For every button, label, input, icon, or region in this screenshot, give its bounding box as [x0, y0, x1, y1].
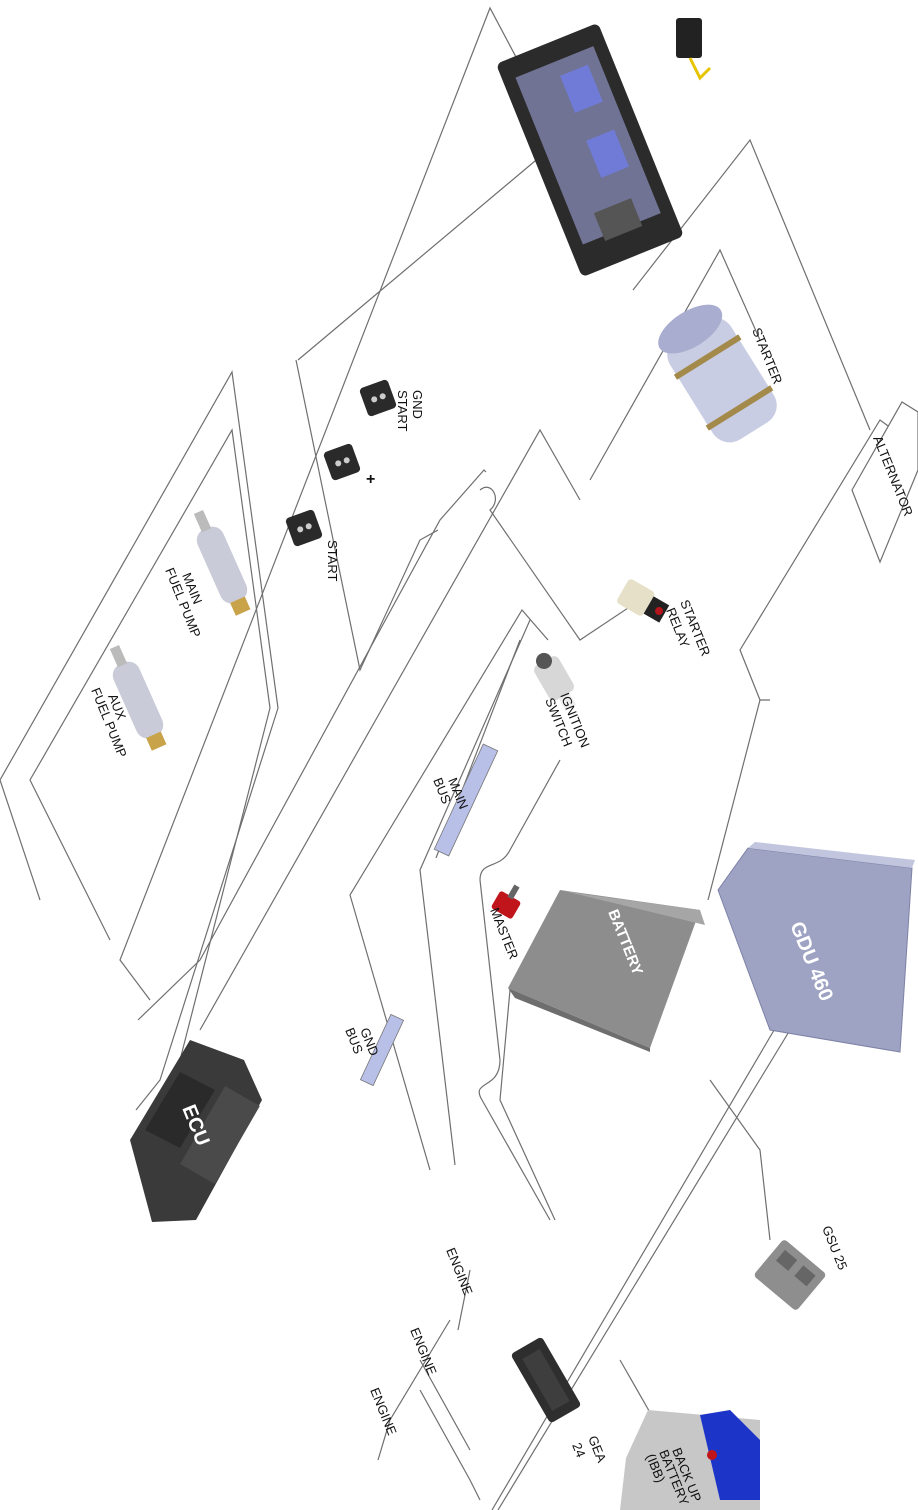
plus-label: +	[366, 471, 375, 488]
gsu-25	[753, 1239, 827, 1312]
master-label: MASTER	[487, 906, 521, 962]
wire-gsu	[710, 1080, 770, 1240]
start-gnd-connector	[359, 379, 397, 417]
alternator: ALTERNATOR	[852, 402, 918, 562]
fusebox-connector	[676, 18, 702, 58]
ecu: ECU	[130, 1040, 262, 1222]
gea-label: GEA	[585, 1434, 609, 1465]
gsu-label: GSU 25	[819, 1224, 850, 1273]
wire-engine-3	[420, 1390, 480, 1500]
engine-label-1: ENGINE	[443, 1246, 476, 1298]
wire-ecu-lower	[200, 430, 580, 1030]
fusebox-wire-yellow	[690, 58, 710, 78]
wire-aux-pump	[0, 372, 278, 1110]
plus-connector	[323, 443, 361, 481]
starter-relay	[616, 578, 672, 626]
wire-ignition-loop	[350, 610, 548, 1170]
start-gnd-label: START	[395, 390, 410, 431]
start-label: START	[325, 540, 340, 581]
wire-fusebox-start	[138, 470, 486, 1020]
gea-24	[510, 1336, 581, 1423]
start-connector	[285, 509, 323, 547]
wire-relay-top	[480, 487, 640, 640]
engine-label-2: ENGINE	[407, 1326, 440, 1378]
backup-battery: BACK UP BATTERY (IBB)	[620, 1410, 760, 1510]
start-gnd-label-2: GND	[410, 390, 425, 419]
battery: BATTERY	[508, 890, 705, 1052]
wire-relay	[500, 990, 555, 1220]
starter	[648, 294, 786, 451]
wire-start-gnd	[298, 140, 580, 360]
fusebox: FUSEBOX	[496, 17, 699, 277]
gdu-460: GDU 460	[718, 842, 915, 1052]
gea-label-2: 24	[569, 1441, 588, 1460]
